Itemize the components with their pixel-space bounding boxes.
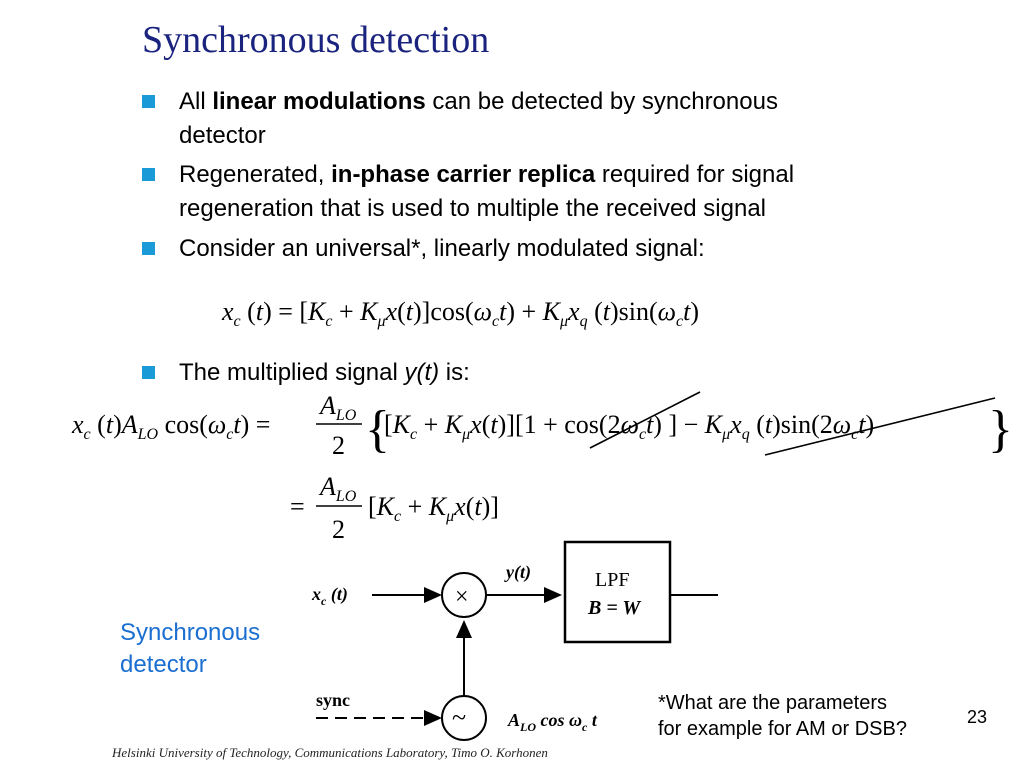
oscillator-symbol: ~ — [452, 703, 466, 732]
equation-2: xc (t)ALO cos(ωct) = ALO 2 { [Kc + Kμx(t… — [71, 391, 1013, 460]
svg-text:[Kc + Kμx(t)][1 + cos(2ωct) ]: [Kc + Kμx(t)][1 + cos(2ωct) ] − Kμxq (t)… — [384, 410, 874, 443]
lpf-box — [563, 540, 672, 644]
bullet-2-post: required for signal — [595, 161, 795, 188]
page-number: 23 — [967, 707, 988, 727]
strike-line — [589, 391, 701, 449]
bullet-marker — [142, 168, 155, 181]
bullet-2-line2: regeneration that is used to multiple th… — [179, 195, 767, 222]
bullet-1-post: can be detected by synchronous — [425, 88, 778, 115]
bullet-3-text: Consider an universal*, linearly modulat… — [179, 235, 705, 262]
sync-label: sync — [316, 690, 350, 710]
strike-line — [764, 397, 996, 456]
bullet-4-text: The multiplied signal y(t) is: — [179, 356, 922, 390]
bullet-2-text: Regenerated, in-phase carrier replica re… — [179, 158, 922, 192]
bullet-2-pre: Regenerated, — [179, 161, 332, 188]
output-label: y(t) — [504, 562, 531, 583]
bullet-marker — [142, 95, 155, 108]
bullet-1-bold: linear modulations — [212, 88, 426, 115]
slide-title: Synchronous detection — [142, 19, 490, 61]
lpf-label: LPF — [595, 569, 629, 591]
bullet-4-italic: y(t) — [404, 359, 440, 386]
svg-text:[Kc + Kμx(t)]: [Kc + Kμx(t)] — [368, 492, 499, 525]
note-line1: *What are the parameters — [658, 692, 887, 714]
bullet-3: Consider an universal*, linearly modulat… — [142, 232, 922, 266]
lpf-bandwidth: B = W — [587, 597, 641, 619]
footer: Helsinki University of Technology, Commu… — [112, 745, 548, 760]
svg-text:=: = — [290, 492, 305, 521]
note-line2: for example for AM or DSB? — [658, 718, 907, 740]
svg-text:2: 2 — [332, 431, 345, 460]
oscillator-label: ALO cos ωc t — [507, 710, 598, 734]
equation-3: = ALO 2 [Kc + Kμx(t)] — [290, 472, 499, 544]
question-note: *What are the parameters for example for… — [658, 690, 907, 742]
svg-text:xc (t) = [Kc + Kμx(t)]cos(ωct): xc (t) = [Kc + Kμx(t)]cos(ωct) + Kμxq (t… — [221, 297, 699, 330]
bullet-1-pre: All — [179, 88, 213, 115]
multiplier-symbol: × — [455, 584, 469, 610]
bullet-marker — [142, 366, 155, 379]
bullet-marker — [142, 242, 155, 255]
svg-text:2: 2 — [332, 515, 345, 544]
svg-text:{: { — [365, 401, 390, 458]
bullet-1-line2: detector — [179, 122, 266, 149]
side-label-line1: Synchronous — [120, 619, 261, 646]
side-label-line2: detector — [120, 651, 207, 678]
bullet-4-pre: The multiplied signal — [179, 359, 405, 386]
svg-text:xc (t)ALO cos(ωct) =: xc (t)ALO cos(ωct) = — [71, 410, 270, 443]
side-label: Synchronous detector — [120, 617, 260, 681]
bullet-1: All linear modulations can be detected b… — [142, 85, 922, 153]
input-label: xc (t) — [311, 584, 348, 608]
bullet-1-text: All linear modulations can be detected b… — [179, 85, 922, 119]
bullet-2: Regenerated, in-phase carrier replica re… — [142, 158, 922, 226]
bullet-2-bold: in-phase carrier replica — [331, 161, 596, 188]
equations-graphic: xc (t) = [Kc + Kμx(t)]cos(ωct) + Kμxq (t… — [71, 297, 1013, 544]
bullet-4: The multiplied signal y(t) is: — [142, 356, 922, 390]
svg-text:}: } — [988, 401, 1013, 458]
bullet-4-post: is: — [439, 359, 470, 386]
equation-1: xc (t) = [Kc + Kμx(t)]cos(ωct) + Kμxq (t… — [221, 297, 699, 330]
